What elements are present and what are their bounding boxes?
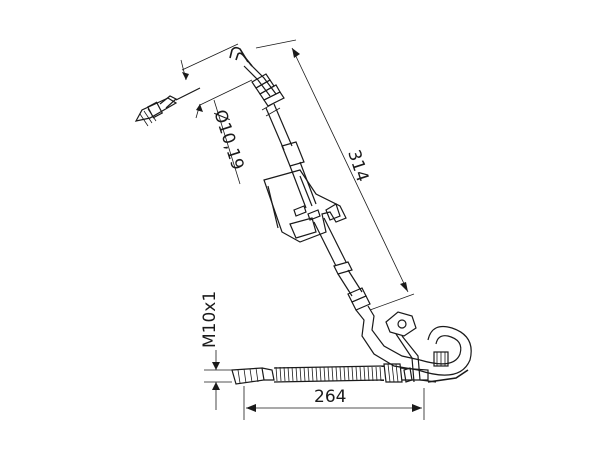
length-dimension-264: 264 <box>243 386 425 420</box>
length-314-label: 314 <box>343 147 372 184</box>
thread-label: M10x1 <box>200 291 220 348</box>
diameter-label: Ø10,19 <box>209 107 247 172</box>
lower-hose <box>313 217 421 371</box>
lower-straight-hose <box>231 363 429 385</box>
upper-fitting <box>134 46 285 127</box>
length-264-label: 264 <box>314 387 346 407</box>
mounting-bracket <box>263 169 347 243</box>
upper-hose <box>265 103 317 209</box>
diameter-dimension: Ø10,19 <box>180 43 253 185</box>
thread-dimension: M10x1 <box>200 291 232 410</box>
lower-loop-fitting <box>385 311 472 383</box>
length-dimension-314: 314 <box>255 39 415 311</box>
